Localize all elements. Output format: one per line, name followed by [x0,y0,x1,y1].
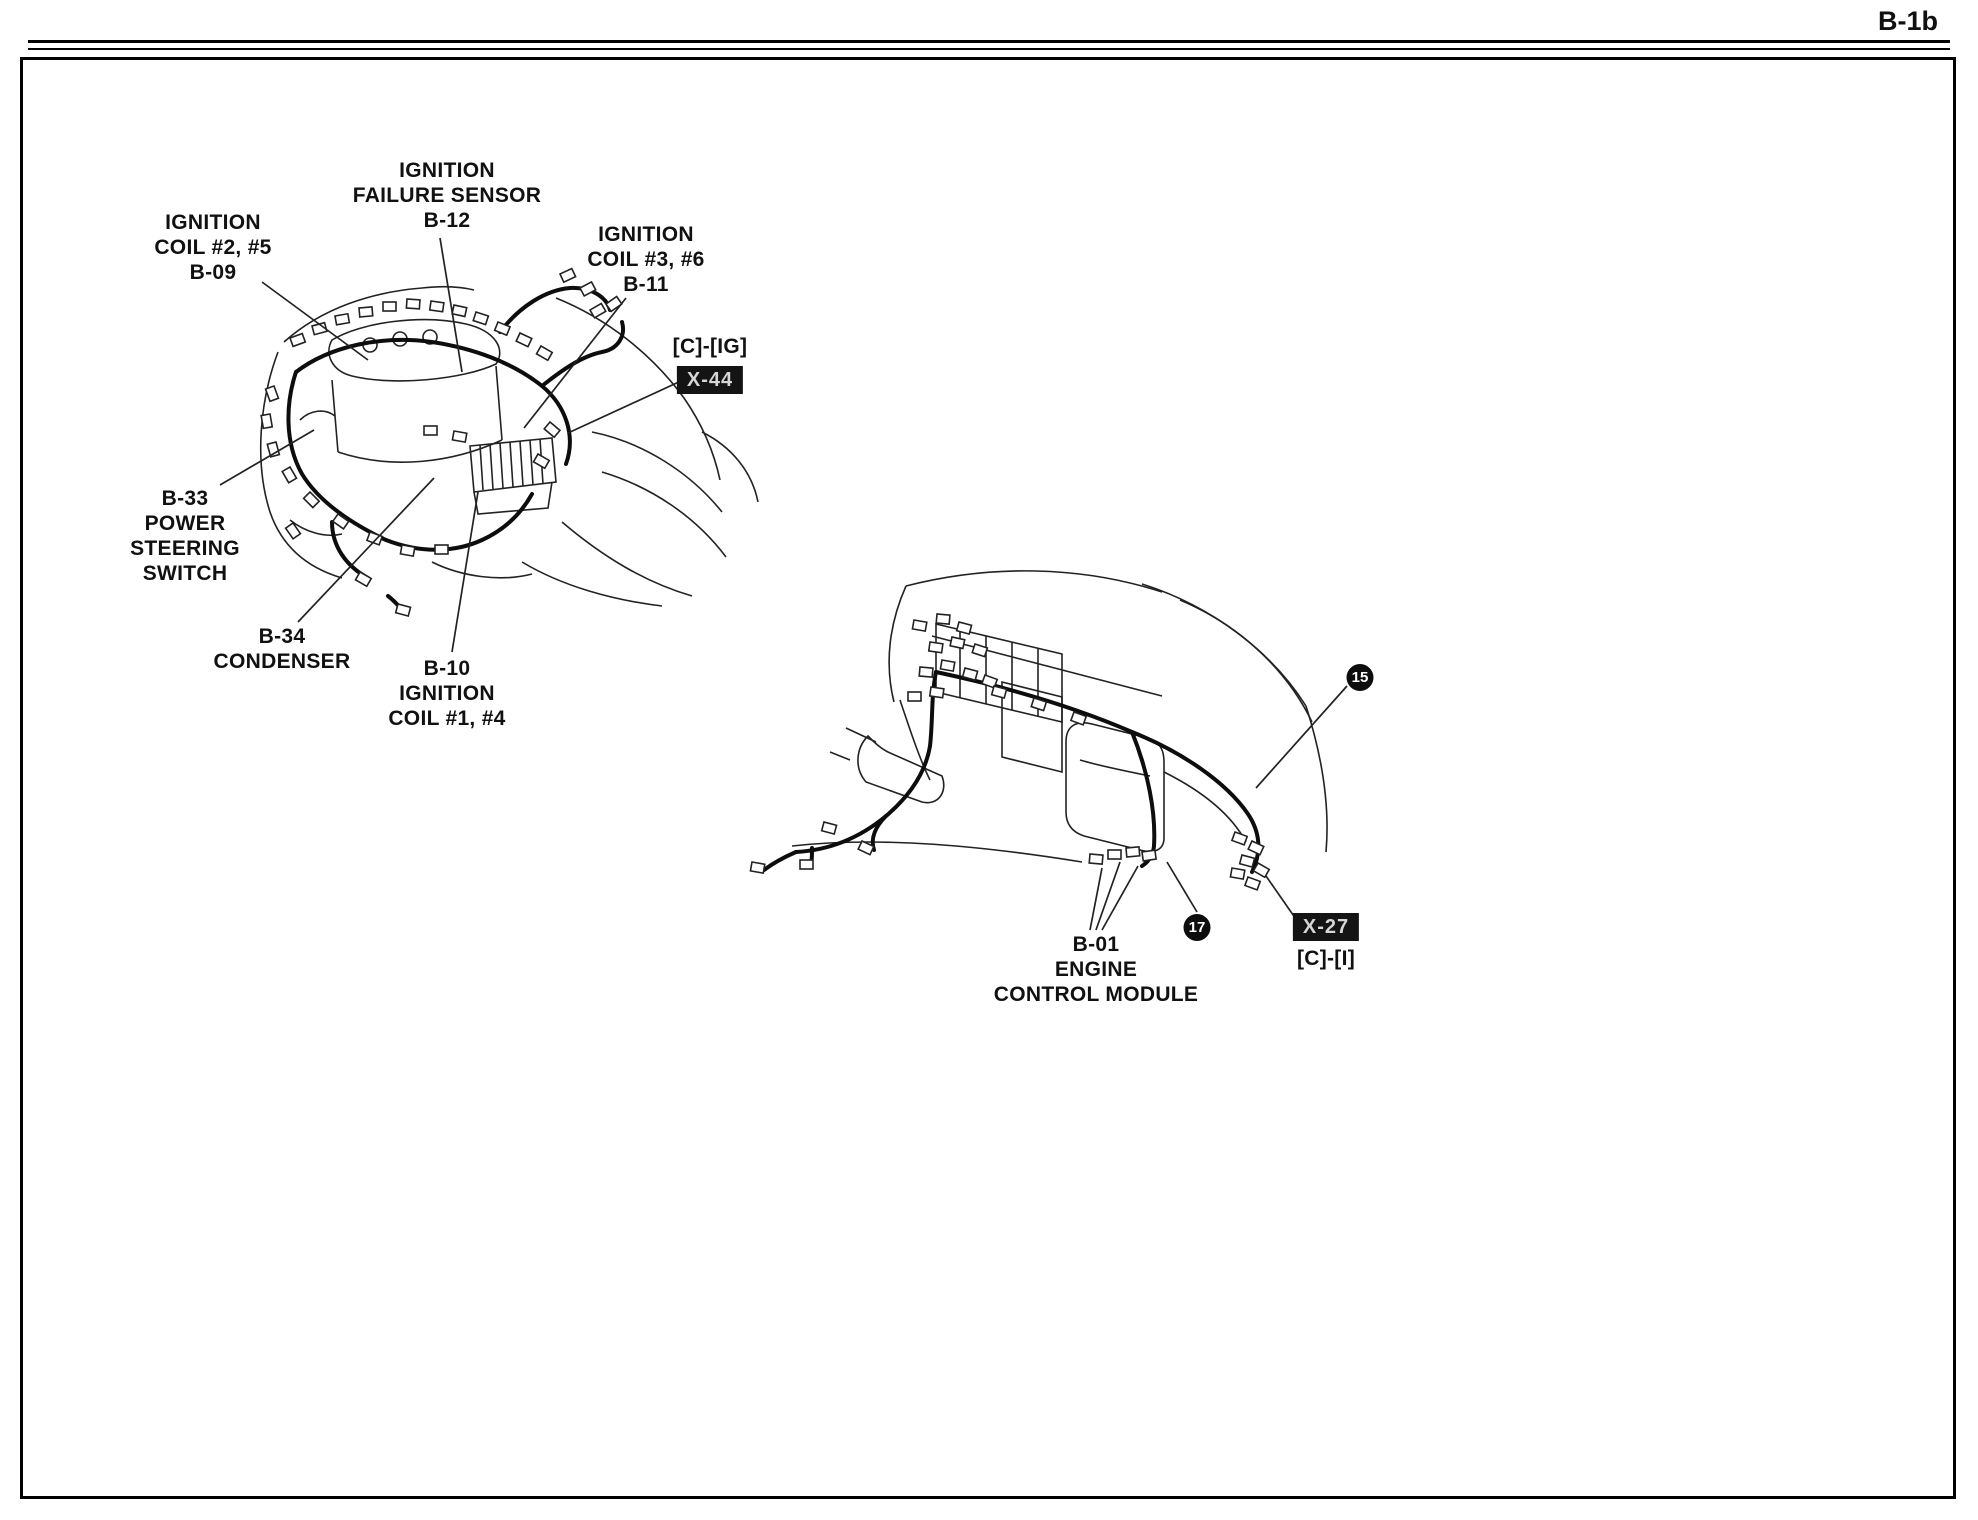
label-ignition-coil-3-6: IGNITION COIL #3, #6 B-11 [587,223,705,296]
dash-diagram-leader-lines [1089,685,1348,931]
label-ignition-coil-2-5: IGNITION COIL #2, #5 B-09 [154,211,272,284]
dashboard-sketch [749,570,1348,931]
dash-harness-wiring [762,670,1261,874]
engine-bay-sketch [219,237,759,653]
header-rule [28,40,1950,50]
connector-code-badge-x27: X-27 [1292,913,1360,941]
connector-code-badge-x44: X-44 [676,366,744,394]
label-engine-control-module: B-01 ENGINE CONTROL MODULE [993,933,1199,1006]
label-condenser: B-34 CONDENSER [213,625,351,673]
label-ignition-failure-sensor: IGNITION FAILURE SENSOR B-12 [352,159,542,232]
diagram-frame [20,57,1956,1499]
label-connector-group-ig: [C]-[IG] [672,335,748,358]
label-ignition-coil-1-4: B-10 IGNITION COIL #1, #4 [388,657,506,730]
engine-diagram-leader-lines [219,237,682,653]
page-number: B-1b [1878,6,1938,36]
label-power-steering-switch: B-33 POWER STEERING SWITCH [130,487,240,585]
dashboard-body-outline [791,570,1328,863]
callout-badge-15: 15 [1346,664,1374,691]
label-connector-group-i: [C]-[I] [1296,947,1356,970]
callout-badge-17: 17 [1183,914,1211,941]
